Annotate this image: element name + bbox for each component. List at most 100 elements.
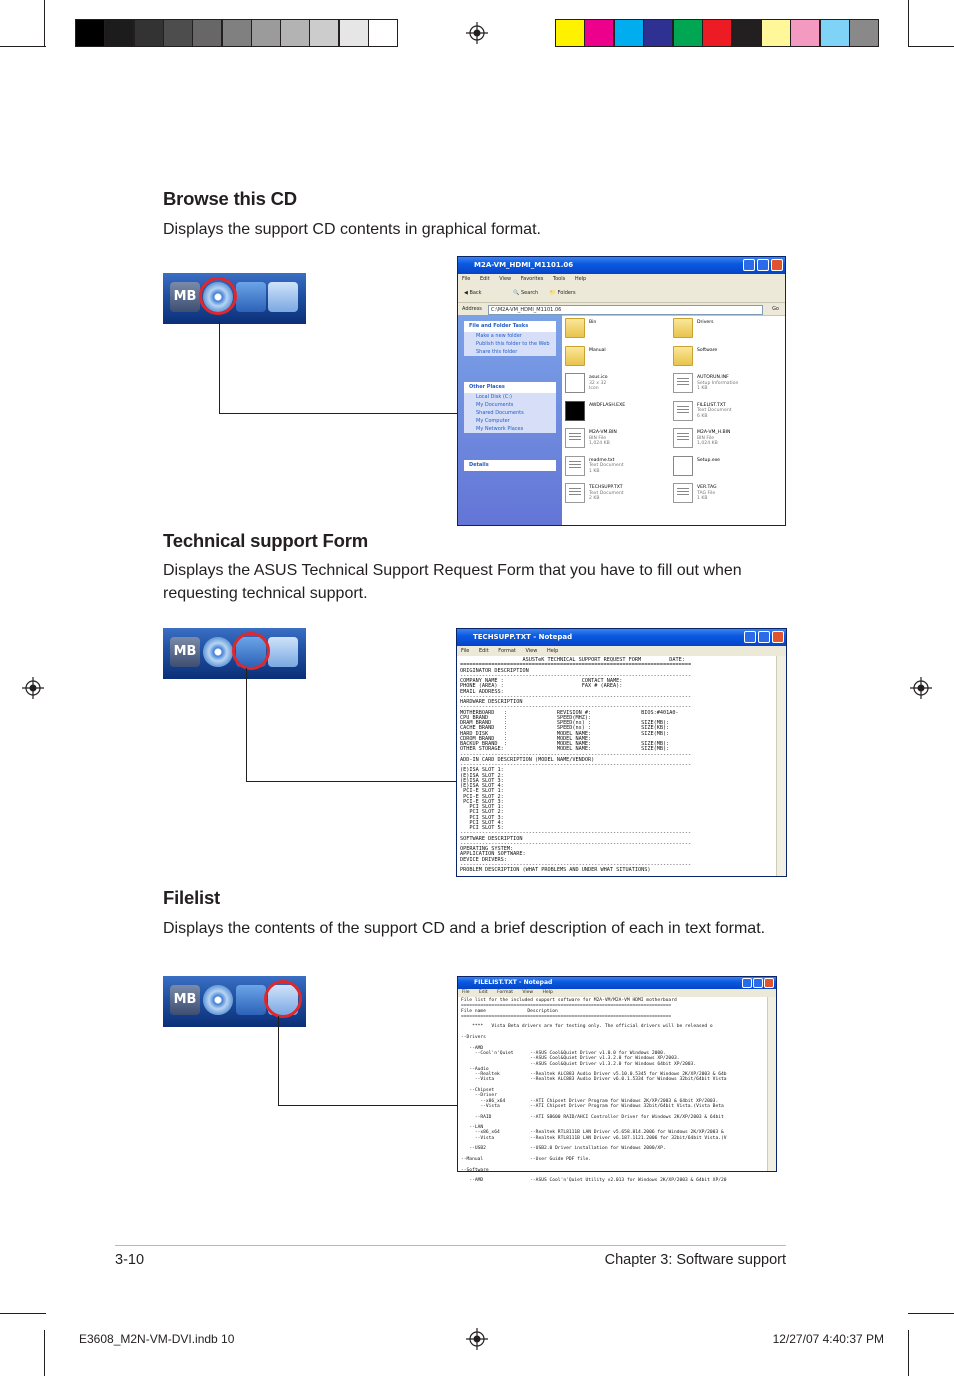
file-size: Icon	[589, 386, 599, 391]
file-type: TAG File	[697, 490, 716, 496]
crop-mark	[908, 0, 909, 46]
wrench-icon[interactable]	[236, 985, 266, 1015]
menu-edit[interactable]: Edit	[478, 990, 488, 995]
vertical-scrollbar[interactable]	[776, 656, 786, 876]
menu-view[interactable]: View	[522, 990, 534, 995]
place-link[interactable]: My Documents	[476, 402, 514, 408]
file-item[interactable]: Software	[673, 345, 777, 370]
menu-file[interactable]: File	[461, 648, 470, 654]
section-body: Displays the support CD contents in grap…	[163, 221, 541, 238]
menu-format[interactable]: Format	[498, 648, 516, 654]
registration-mark-icon	[910, 677, 932, 699]
browse-cd-icon[interactable]	[203, 985, 233, 1015]
file-type: Text Document	[589, 463, 624, 468]
menu-format[interactable]: Format	[497, 990, 513, 995]
highlight-circle	[232, 632, 270, 670]
folders-button[interactable]: 📁 Folders	[549, 290, 576, 296]
filelist-icon[interactable]	[268, 637, 298, 667]
process-color-swatch	[672, 19, 703, 47]
registration-mark-icon	[22, 677, 44, 699]
file-item[interactable]: Bin	[565, 318, 669, 342]
registration-mark-icon	[466, 1328, 488, 1350]
file-item[interactable]: Manual	[565, 345, 669, 370]
folder-icon	[673, 318, 693, 338]
task-link[interactable]: Publish this folder to the Web	[476, 341, 550, 347]
close-button[interactable]	[764, 978, 774, 988]
minimize-button[interactable]	[744, 631, 756, 643]
menu-edit[interactable]: Edit	[478, 648, 489, 654]
menu-favorites[interactable]: Favorites	[520, 276, 544, 282]
explorer-window: M2A-VM_HDMI_M1101.06 File Edit View Favo…	[457, 256, 786, 526]
process-color-swatch	[790, 19, 821, 47]
file-name: Bin	[589, 320, 597, 325]
file-item[interactable]: Setup.exe	[673, 455, 777, 480]
menu-file[interactable]: File	[462, 990, 470, 995]
details-title[interactable]: Details	[464, 460, 556, 471]
menu-file[interactable]: File	[462, 276, 471, 282]
gray-swatch	[162, 19, 193, 47]
vertical-scrollbar[interactable]	[767, 997, 776, 1171]
menu-view[interactable]: View	[525, 648, 538, 654]
section-body: Displays the ASUS Technical Support Requ…	[163, 562, 742, 602]
browse-cd-icon[interactable]	[203, 637, 233, 667]
gray-swatch	[221, 19, 252, 47]
close-button[interactable]	[771, 259, 783, 271]
notepad-text[interactable]: File list for the included support softw…	[461, 998, 727, 1184]
back-button[interactable]: ◀ Back	[464, 290, 482, 296]
window-title: FILELIST.TXT - Notepad	[474, 979, 553, 986]
go-button[interactable]: Go	[772, 306, 779, 312]
crop-mark	[0, 1313, 46, 1314]
task-link[interactable]: Make a new folder	[476, 333, 522, 339]
filelist-icon[interactable]	[268, 282, 298, 312]
task-link[interactable]: Share this folder	[476, 349, 518, 355]
gray-swatch	[192, 19, 223, 47]
motherboard-info-icon[interactable]: MB	[170, 637, 200, 667]
notepad-text[interactable]: ASUSTeK TECHNICAL SUPPORT REQUEST FORM D…	[460, 657, 692, 873]
process-color-swatch	[643, 19, 674, 47]
place-link[interactable]: Shared Documents	[476, 410, 524, 416]
gray-swatch	[250, 19, 281, 47]
process-color-swatch	[760, 19, 791, 47]
crop-mark	[44, 1330, 45, 1376]
crop-mark	[908, 46, 954, 47]
place-link[interactable]: My Network Places	[476, 426, 524, 432]
maximize-button[interactable]	[757, 259, 769, 271]
file-item[interactable]: Drivers	[673, 318, 777, 342]
highlight-circle	[199, 277, 237, 315]
place-link[interactable]: My Computer	[476, 418, 510, 424]
menu-help[interactable]: Help	[546, 648, 559, 654]
process-color-swatch	[555, 19, 585, 47]
maximize-button[interactable]	[758, 631, 770, 643]
motherboard-info-icon[interactable]: MB	[170, 282, 200, 312]
minimize-button[interactable]	[743, 259, 755, 271]
maximize-button[interactable]	[753, 978, 763, 988]
folder-tasks-title[interactable]: File and Folder Tasks	[464, 321, 556, 332]
file-item[interactable]: AWDFLASH.EXE	[565, 400, 669, 425]
text-document-icon	[565, 483, 585, 503]
search-button[interactable]: 🔍 Search	[513, 290, 539, 296]
menu-view[interactable]: View	[499, 276, 512, 282]
place-link[interactable]: Local Disk (C:)	[476, 394, 512, 400]
crop-mark	[44, 0, 45, 46]
menu-edit[interactable]: Edit	[479, 276, 490, 282]
address-input[interactable]: C:\M2A-VM_HDMI_M1101.06	[488, 305, 763, 315]
other-places-title[interactable]: Other Places	[464, 382, 556, 393]
tag-file-icon	[673, 483, 693, 503]
menu-tools[interactable]: Tools	[552, 276, 566, 282]
wrench-icon[interactable]	[236, 282, 266, 312]
menu-help[interactable]: Help	[574, 276, 587, 282]
minimize-button[interactable]	[742, 978, 752, 988]
close-button[interactable]	[772, 631, 784, 643]
crop-mark	[908, 1313, 954, 1314]
motherboard-info-icon[interactable]: MB	[170, 985, 200, 1015]
menu-help[interactable]: Help	[542, 990, 553, 995]
folder-icon	[565, 318, 585, 338]
